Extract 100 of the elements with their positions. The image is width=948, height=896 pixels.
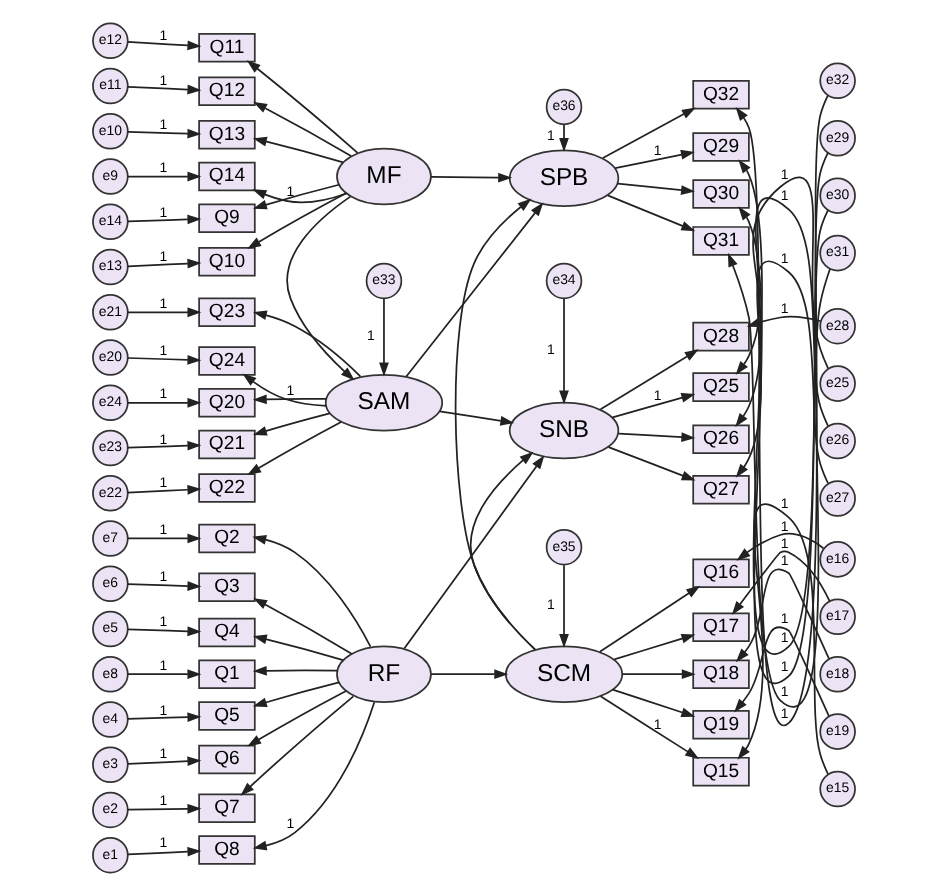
arrow — [617, 432, 696, 443]
arrow — [438, 410, 515, 426]
arrow — [735, 176, 829, 375]
node-box: Q15 — [692, 756, 750, 787]
arrow — [126, 484, 202, 495]
arrow — [252, 183, 340, 210]
arrow — [126, 354, 202, 365]
arrow — [126, 626, 202, 637]
node-box: Q29 — [692, 132, 750, 162]
arrow — [735, 94, 829, 724]
arrow — [621, 669, 696, 680]
arrow — [599, 349, 699, 411]
arrow — [126, 258, 202, 269]
node-ellipse: RF — [336, 645, 432, 703]
node-box: Q18 — [692, 659, 750, 689]
node-box: Q16 — [692, 558, 750, 589]
arrow — [126, 128, 202, 139]
arrow — [454, 198, 536, 651]
node-box: Q26 — [692, 424, 750, 455]
arrow — [126, 846, 202, 857]
arrow — [735, 260, 829, 485]
node-box: Q5 — [198, 701, 256, 731]
arrow — [247, 192, 347, 249]
node-box: Q3 — [198, 572, 256, 602]
arrow — [559, 123, 569, 152]
node-box: Q30 — [692, 179, 750, 209]
node-box: Q28 — [692, 321, 750, 352]
arrow — [126, 171, 202, 182]
node-box: Q8 — [198, 835, 256, 865]
node-box: Q9 — [198, 203, 256, 234]
arrow — [731, 550, 831, 616]
arrow — [734, 626, 830, 717]
node-box: Q13 — [198, 119, 256, 150]
arrow — [247, 690, 347, 747]
arrow — [611, 688, 696, 718]
node-box: Q11 — [198, 33, 256, 63]
node-ellipse: SCM — [504, 645, 624, 703]
arrow — [727, 252, 831, 708]
arrow — [613, 633, 696, 661]
arrow — [253, 598, 353, 655]
arrow — [126, 214, 202, 225]
arrow — [252, 136, 344, 164]
arrow — [599, 695, 700, 759]
node-box: Q31 — [692, 226, 750, 256]
arrow — [126, 397, 202, 408]
arrow — [252, 634, 344, 661]
node-box: Q12 — [198, 76, 256, 107]
arrow — [126, 712, 202, 723]
arrow — [598, 585, 701, 653]
arrow — [252, 189, 348, 204]
arrow — [252, 310, 362, 378]
node-box: Q14 — [198, 161, 256, 192]
arrow — [126, 669, 202, 680]
arrow — [252, 681, 340, 707]
node-ellipse: MF — [336, 147, 432, 206]
arrow — [246, 60, 359, 154]
arrow — [252, 701, 376, 851]
arrow — [252, 534, 372, 648]
arrow — [126, 533, 202, 544]
arrow — [126, 440, 202, 451]
arrow — [242, 373, 328, 407]
arrow — [616, 182, 695, 195]
node-box: Q25 — [692, 372, 750, 402]
node-box: Q32 — [692, 79, 750, 110]
arrow — [126, 40, 202, 51]
node-box: Q6 — [198, 744, 256, 775]
arrow — [252, 665, 339, 676]
node-box: Q23 — [198, 297, 256, 328]
node-box: Q4 — [198, 617, 256, 648]
arrow — [606, 194, 696, 232]
arrow — [602, 107, 696, 159]
arrow — [253, 101, 352, 157]
arrow — [126, 84, 202, 95]
arrow — [405, 202, 544, 378]
arrow — [738, 206, 829, 685]
arrow — [614, 149, 695, 170]
arrow — [430, 172, 513, 183]
arrow — [252, 394, 328, 405]
arrow — [403, 455, 545, 650]
arrow — [607, 446, 696, 481]
node-box: Q17 — [692, 612, 750, 643]
arrow — [735, 197, 829, 427]
arrow — [738, 151, 829, 655]
arrow — [126, 307, 202, 318]
node-box: Q21 — [198, 429, 256, 460]
node-box: Q27 — [692, 474, 750, 505]
node-box: Q1 — [198, 659, 256, 689]
arrow — [737, 503, 829, 775]
arrow — [430, 669, 509, 680]
arrow — [736, 532, 825, 561]
node-ellipse: SAM — [324, 374, 444, 432]
node-box: Q24 — [198, 346, 256, 376]
arrow — [240, 695, 355, 796]
node-box: Q2 — [198, 523, 256, 554]
arrow — [379, 297, 389, 377]
arrow — [735, 568, 830, 663]
arrow — [611, 393, 696, 419]
arrow — [247, 421, 342, 476]
arrow — [126, 803, 202, 814]
arrow — [126, 756, 202, 767]
